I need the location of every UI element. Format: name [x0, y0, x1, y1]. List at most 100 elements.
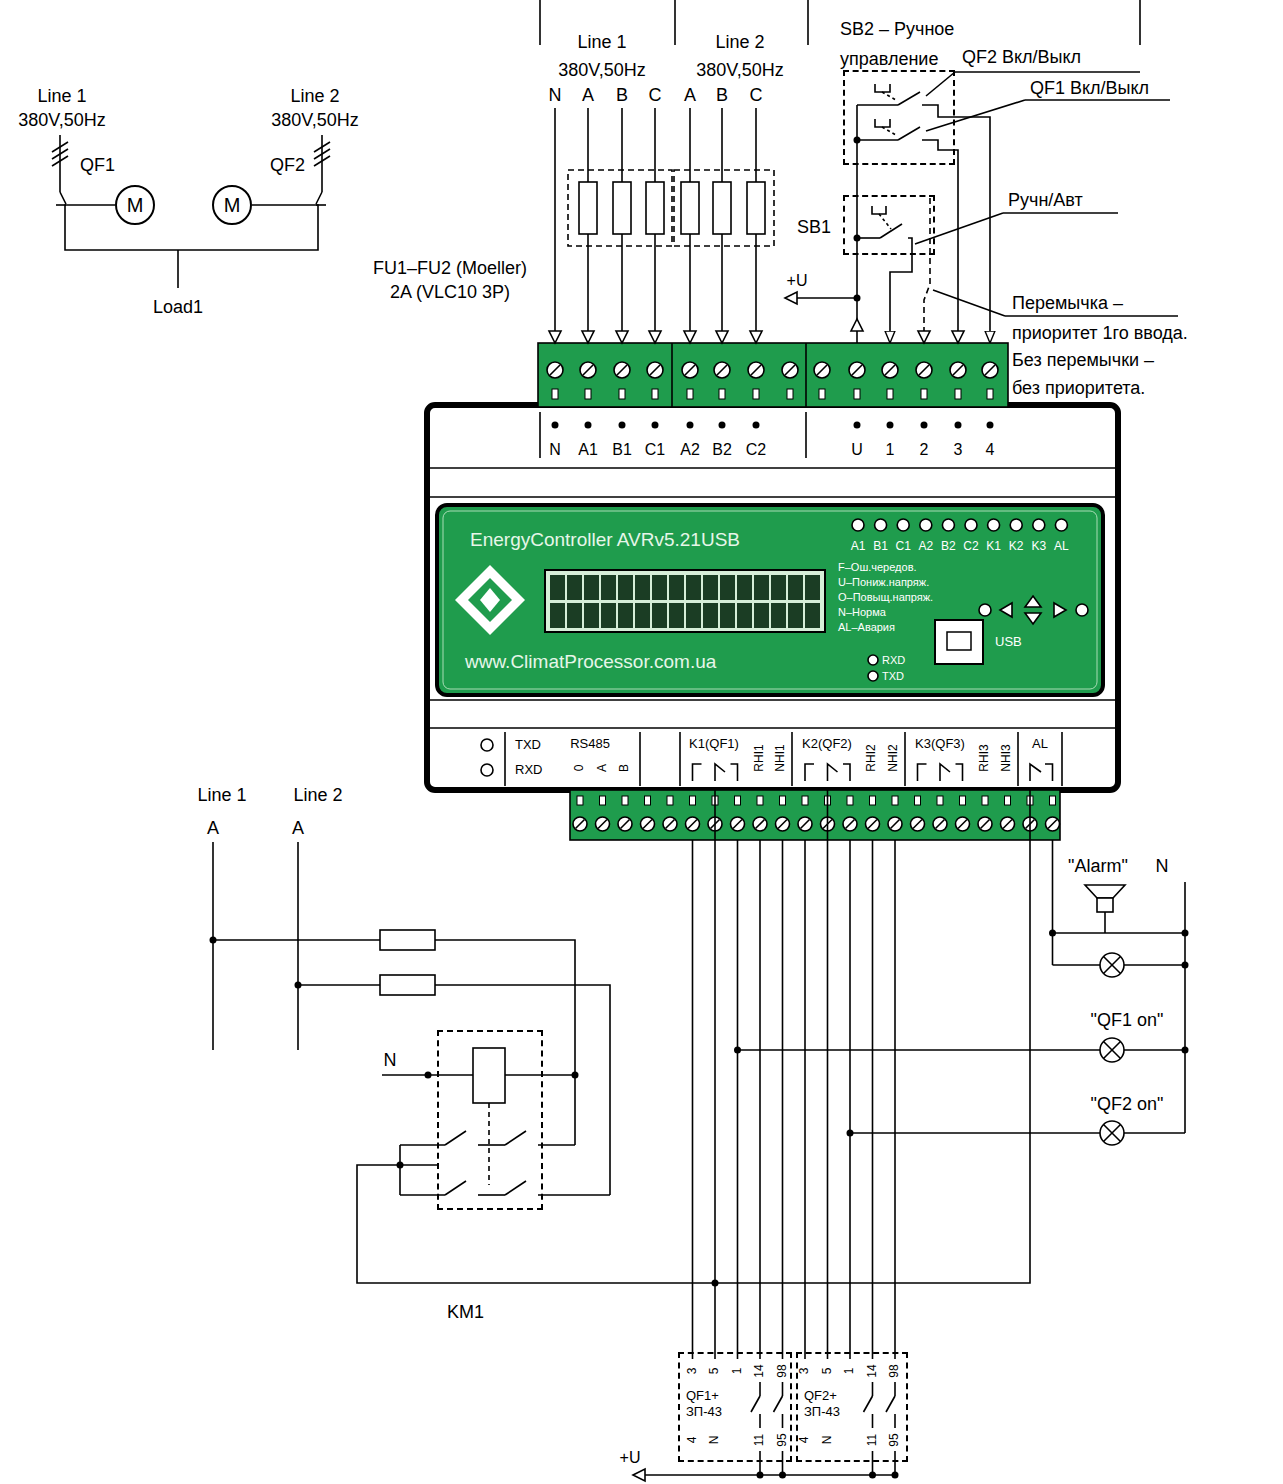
fuse-symbol [579, 182, 597, 234]
terminal-arrow [952, 331, 964, 343]
terminal-arrow [582, 331, 594, 343]
lcd-cell [567, 575, 582, 600]
wire [922, 105, 955, 117]
status-led [942, 519, 954, 531]
text-label: 4 [798, 1437, 812, 1444]
text-label: TXD [882, 670, 904, 683]
terminal-screw [868, 820, 877, 829]
text-label: A2 [918, 540, 933, 554]
text-label: K3(QF3) [915, 737, 965, 752]
lamp-symbol [1104, 1042, 1121, 1059]
terminal-tab [1050, 796, 1056, 805]
aux-contact [759, 1382, 761, 1396]
text-label: FU1–FU2 (Moeller) [373, 258, 527, 279]
text-label: 14 [753, 1364, 767, 1377]
terminal-tab [719, 389, 725, 399]
wire [850, 1132, 1100, 1134]
lcd-cell [703, 603, 718, 628]
text-label: RS485 [570, 737, 610, 752]
motor-symbol: M [115, 185, 155, 225]
text-label: Line 2 [715, 32, 764, 53]
terminal-tab [819, 389, 825, 399]
text-label: Перемычка – [1012, 293, 1123, 314]
contactor-contact [445, 1181, 466, 1195]
relay-contact [715, 764, 725, 781]
lcd-cell [686, 603, 701, 628]
wire [759, 840, 761, 1352]
aux-contact [894, 1382, 896, 1396]
aux-contact [872, 1382, 874, 1396]
terminal-arrow [616, 331, 628, 343]
text-label: Line 1 [37, 86, 86, 107]
terminal-screw [933, 817, 947, 831]
aux-contact [759, 1414, 761, 1428]
text-label: 380V,50Hz [18, 110, 105, 131]
terminal-arrow [716, 331, 728, 343]
separator-line [639, 732, 641, 786]
lamp-symbol [1104, 1125, 1121, 1142]
text-label: 98 [776, 1364, 790, 1377]
nav-button [1025, 596, 1041, 607]
wire [298, 984, 380, 986]
lcd-cell [720, 603, 735, 628]
terminal-tab [552, 389, 558, 399]
text-label: QF1 [80, 155, 115, 176]
wire [1104, 912, 1106, 933]
text-label: F–Ош.чередов. [838, 561, 917, 574]
terminal-screw [866, 817, 880, 831]
housing-line [430, 699, 1115, 701]
terminal-screw [778, 820, 787, 829]
junction-dot [425, 1072, 432, 1079]
wire [1124, 1132, 1185, 1134]
wire [922, 140, 958, 343]
lamp-symbol [1104, 957, 1121, 974]
lcd-cell [788, 603, 803, 628]
status-led [988, 519, 1000, 531]
lcd-cell [550, 603, 565, 628]
terminal-tab [757, 796, 763, 805]
status-led [875, 519, 887, 531]
text-label: 5 [821, 1368, 835, 1375]
relay-contact [956, 764, 963, 781]
nav-button [979, 604, 991, 616]
fuse-symbol [613, 182, 631, 234]
terminal-tab [600, 796, 606, 805]
separator-line [805, 412, 807, 458]
text-label: B1 [873, 540, 888, 554]
wire [1124, 964, 1185, 966]
terminal-tab [870, 796, 876, 805]
text-label: 1 [731, 1368, 745, 1375]
node-text: SB2 – Ручное управление [840, 14, 975, 74]
terminal-screw [956, 817, 970, 831]
wire [849, 840, 851, 1352]
fuse-block [568, 170, 672, 246]
status-led [1033, 519, 1045, 531]
contactor-group: KM1 [437, 1030, 543, 1210]
terminal-arrow [750, 331, 762, 343]
text-label: Без перемычки – [1012, 350, 1154, 371]
separator-line [791, 732, 793, 786]
text-label: 2 [920, 441, 929, 459]
wire-connector [890, 255, 912, 343]
phase-tick [52, 142, 68, 152]
terminal-screw [798, 817, 812, 831]
text-label: B2 [712, 441, 732, 459]
text-label: O–Повыщ.напряж. [838, 591, 933, 604]
text-label: N [708, 1436, 722, 1445]
text-label: RHI3 [978, 744, 992, 771]
terminal-screw [936, 820, 945, 829]
terminal-screw [1048, 820, 1057, 829]
relay-contact [805, 764, 814, 781]
terminal-dot [955, 422, 962, 429]
terminal-screw [617, 365, 627, 375]
node-text: KM1 [447, 1302, 484, 1323]
wire [213, 939, 380, 941]
text-label: B [618, 764, 632, 772]
controller-housing [427, 405, 1118, 790]
wire [894, 840, 896, 1352]
lamp-symbol [1104, 1125, 1121, 1142]
terminal-tab [622, 796, 628, 805]
junction-dot [854, 137, 861, 144]
leader-line [1003, 212, 1118, 214]
